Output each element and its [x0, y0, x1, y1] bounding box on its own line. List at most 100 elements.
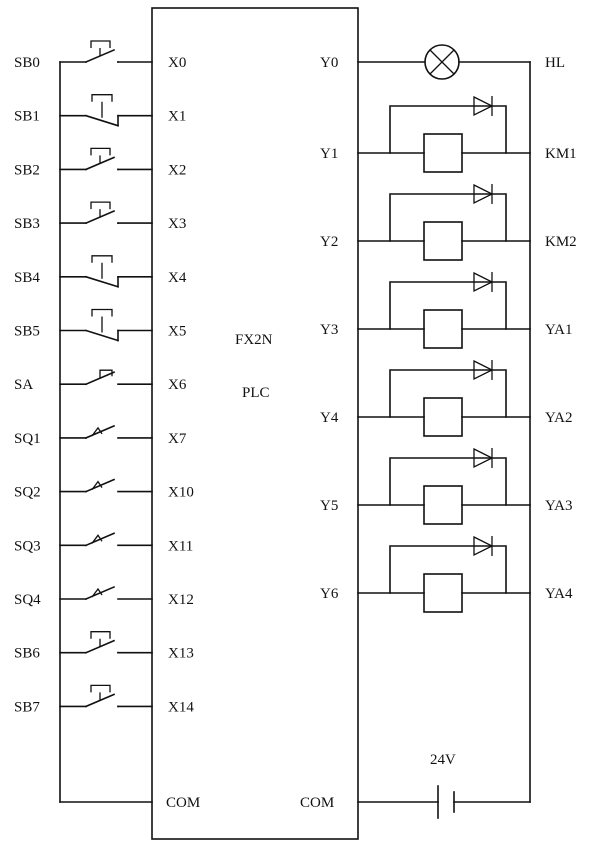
input-device-label: SQ1: [14, 431, 41, 447]
diode-triangle: [473, 535, 494, 557]
input-sb3: SB3 X3: [14, 201, 186, 232]
input-sq2: SQ2 X10: [14, 478, 194, 501]
plc-body: [151, 7, 359, 840]
input-switch-sq4-actuator: [91, 587, 103, 598]
output-device-label: KM2: [545, 234, 577, 250]
diode-triangle: [473, 95, 494, 117]
input-sb0: SB0 X0: [14, 40, 186, 71]
input-terminal-label: X5: [168, 324, 186, 340]
diode-branch: [389, 545, 507, 594]
input-device-label: SB3: [14, 216, 40, 232]
output-hl: Y0 HL: [320, 44, 565, 80]
input-device-label: SQ4: [14, 592, 41, 608]
lamp-cross: [429, 49, 455, 75]
input-device-label: SA: [14, 377, 33, 393]
output-terminal-label: Y0: [320, 55, 338, 71]
output-km2: Y2 KM2: [320, 183, 577, 261]
input-switch-sb3-actuator: [90, 201, 111, 218]
input-switch-sb5-blade: [84, 329, 120, 342]
input-device-label: SB2: [14, 162, 40, 178]
diode-triangle: [473, 359, 494, 381]
plc-label: PLC: [242, 385, 270, 401]
coil-symbol: [423, 573, 463, 613]
input-device-label: SB4: [14, 270, 40, 286]
input-device-label: SQ2: [14, 485, 41, 501]
input-sb1: SB1 X1: [14, 94, 186, 127]
diode-branch: [389, 457, 507, 506]
input-com-label: COM: [166, 795, 200, 811]
input-sa: SA X6: [14, 369, 187, 393]
input-sb7: SB7 X14: [14, 684, 194, 715]
input-terminal-label: X4: [168, 270, 187, 286]
input-switch-sb7-actuator: [90, 684, 111, 701]
input-switch-sa-actuator: [99, 369, 113, 379]
input-sb5: SB5 X5: [14, 308, 186, 342]
output-terminal-label: Y5: [320, 498, 338, 514]
output-device-label: HL: [545, 55, 565, 71]
input-switch-sb5-actuator: [91, 308, 113, 333]
input-device-label: SB0: [14, 55, 40, 71]
input-switch-sb1-blade: [84, 114, 120, 127]
input-switch-sb4-blade: [84, 275, 120, 288]
input-sb2: SB2 X2: [14, 147, 186, 178]
input-switch-sb6-actuator: [90, 631, 111, 647]
output-device-label: YA2: [545, 410, 573, 426]
input-terminal-label: X1: [168, 109, 186, 125]
diode-branch: [389, 193, 507, 242]
input-switch-sq3-actuator: [91, 534, 103, 544]
diode-triangle: [473, 271, 494, 293]
output-ya2: Y4 YA2: [320, 359, 573, 437]
supply-label: 24V: [430, 752, 456, 768]
output-terminal-label: Y6: [320, 586, 339, 602]
input-terminal-label: X7: [168, 431, 187, 447]
plc-model-label: FX2N: [235, 332, 273, 348]
input-switch-sb4-actuator: [91, 255, 113, 279]
input-switch-sb2-actuator: [90, 147, 111, 164]
input-terminal-label: X10: [168, 485, 194, 501]
input-sq3: SQ3 X11: [14, 532, 193, 554]
input-terminal-label: X0: [168, 55, 186, 71]
coil-symbol: [423, 397, 463, 437]
input-switch-sq2-actuator: [91, 480, 103, 490]
input-switch-sb0-actuator: [90, 40, 111, 56]
diode-triangle: [473, 447, 494, 469]
input-terminal-label: X11: [168, 538, 193, 554]
input-terminal-label: X14: [168, 699, 194, 715]
output-com-label: COM: [300, 795, 334, 811]
output-device-label: KM1: [545, 146, 577, 162]
output-km1: Y1 KM1: [320, 95, 577, 173]
input-terminal-label: X2: [168, 162, 186, 178]
coil-symbol: [423, 133, 463, 173]
input-terminal-label: X12: [168, 592, 194, 608]
input-device-label: SB1: [14, 109, 40, 125]
output-ya4: Y6 YA4: [320, 535, 573, 613]
input-switch-sq1-actuator: [91, 426, 103, 437]
coil-symbol: [423, 309, 463, 349]
input-sq1: SQ1 X7: [14, 424, 187, 447]
input-terminal-label: X13: [168, 646, 194, 662]
com-circuits: COM COM 24V: [59, 61, 531, 819]
input-terminal-label: X6: [168, 377, 187, 393]
input-device-label: SB5: [14, 324, 40, 340]
input-terminal-label: X3: [168, 216, 186, 232]
input-sb4: SB4 X4: [14, 255, 187, 288]
output-terminal-label: Y2: [320, 234, 338, 250]
output-terminal-label: Y3: [320, 322, 338, 338]
output-terminal-label: Y4: [320, 410, 339, 426]
output-terminal-label: Y1: [320, 146, 338, 162]
input-switch-sb1-actuator: [91, 94, 113, 118]
input-sq4: SQ4 X12: [14, 585, 194, 608]
diode-branch: [389, 105, 507, 154]
coil-symbol: [423, 485, 463, 525]
input-device-label: SQ3: [14, 538, 41, 554]
output-device-label: YA4: [545, 586, 573, 602]
input-device-label: SB7: [14, 699, 40, 715]
diode-branch: [389, 369, 507, 418]
diode-branch: [389, 281, 507, 330]
